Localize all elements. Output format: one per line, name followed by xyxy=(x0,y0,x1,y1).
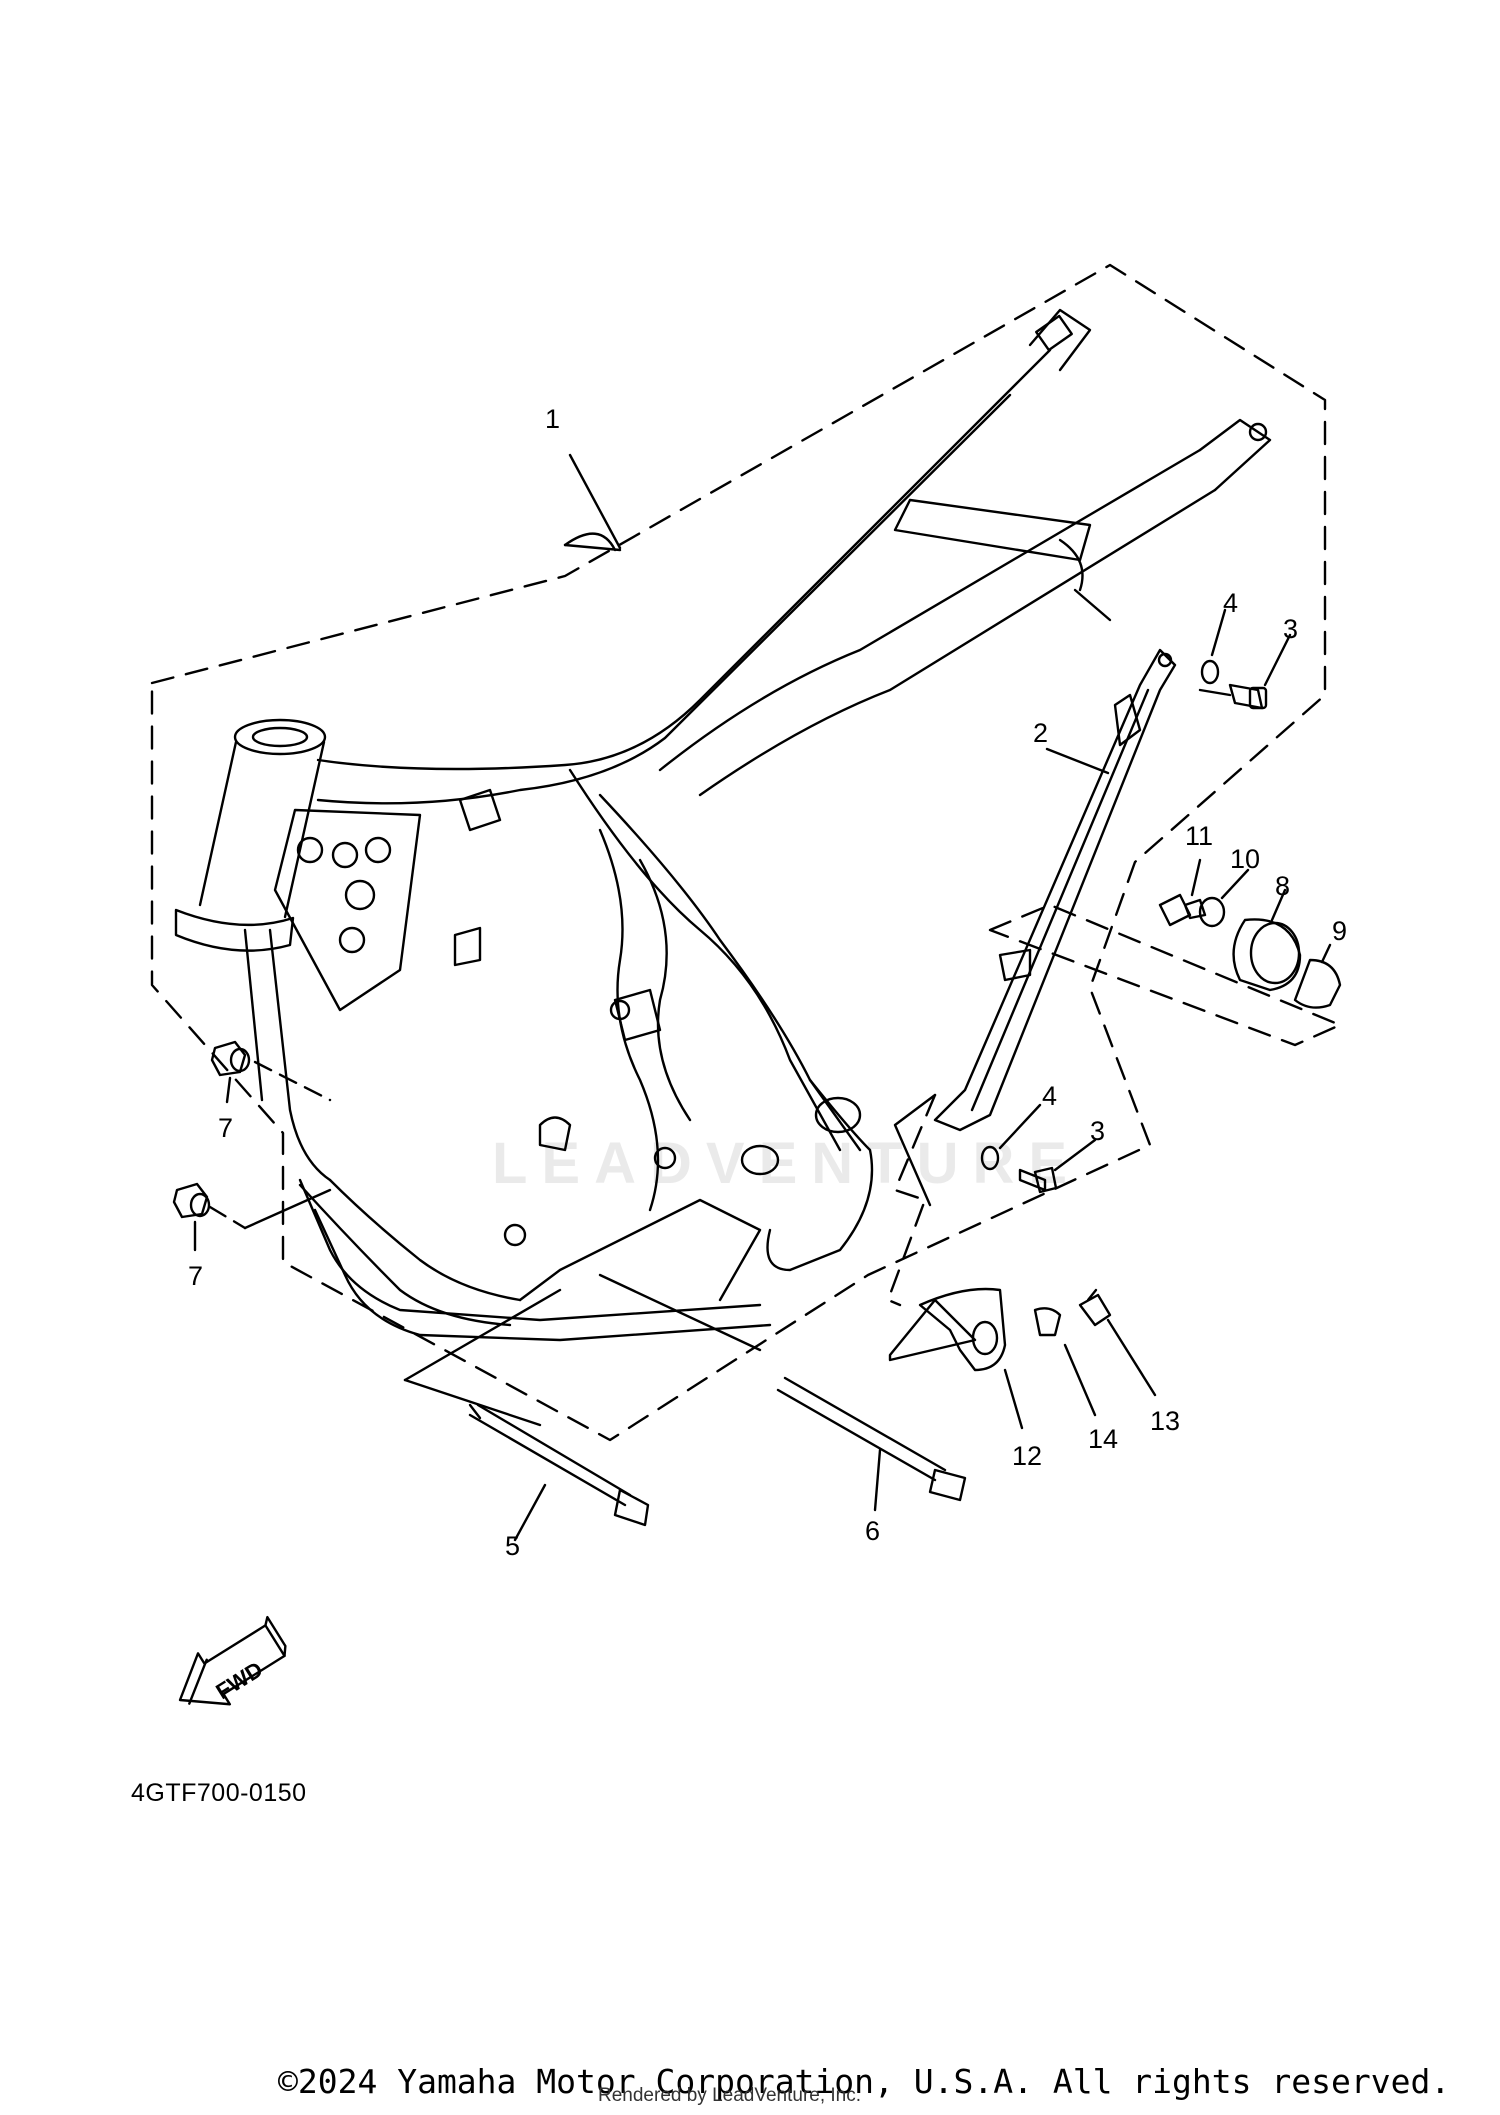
callout-7-lower: 7 xyxy=(188,1261,203,1291)
bolt-11 xyxy=(1158,893,1207,927)
callout-5: 5 xyxy=(505,1531,520,1561)
washer-4-lower xyxy=(980,1145,1000,1171)
bracket-12 xyxy=(918,1287,1007,1372)
bolt-3-lower xyxy=(1018,1166,1058,1194)
callout-11: 11 xyxy=(1185,821,1213,851)
callout-4-upper: 4 xyxy=(1223,588,1238,618)
washer-10 xyxy=(1198,896,1226,928)
callout-6: 6 xyxy=(865,1516,880,1546)
callout-1: 1 xyxy=(545,404,560,434)
subframe-rail xyxy=(658,448,1202,772)
center-spar xyxy=(568,768,842,1152)
assembly-boundary xyxy=(150,263,1327,1442)
callout-7-upper: 7 xyxy=(218,1113,233,1143)
collar-14 xyxy=(1033,1307,1062,1337)
head-pipe xyxy=(174,718,327,952)
rear-brace xyxy=(933,648,1177,1132)
callout-8: 8 xyxy=(1275,871,1290,901)
bolt-5 xyxy=(468,1403,650,1527)
diagram-code: 4GTF700-0150 xyxy=(131,1779,307,1807)
callout-9: 9 xyxy=(1332,916,1347,946)
callout-3-lower: 3 xyxy=(1090,1116,1105,1146)
down-tube xyxy=(268,928,332,1182)
leader-1 xyxy=(563,543,622,552)
fwd-arrow-icon xyxy=(178,1615,287,1706)
callout-4-lower: 4 xyxy=(1042,1081,1057,1111)
bolt-6 xyxy=(776,1376,967,1502)
callout-12: 12 xyxy=(1012,1441,1042,1471)
rendered-by-note: Rendered by LeadVenture, Inc. xyxy=(598,2085,862,2106)
main-top-tube xyxy=(316,348,1052,771)
bottom-cradle xyxy=(298,1178,762,1322)
mount-boundary xyxy=(988,903,1342,1047)
callout-2: 2 xyxy=(1033,718,1048,748)
copyright-notice: ©2024 Yamaha Motor Corporation, U.S.A. A… xyxy=(278,2062,1451,2101)
callout-10: 10 xyxy=(1230,844,1260,874)
callout-14: 14 xyxy=(1088,1424,1118,1454)
bolt-3-upper xyxy=(1198,683,1268,710)
fwd-label: FWD xyxy=(211,1656,267,1704)
gusset-plate xyxy=(273,808,422,1012)
callout-13: 13 xyxy=(1150,1406,1180,1436)
bolt-13 xyxy=(1078,1288,1112,1327)
washer-4-upper xyxy=(1200,659,1220,685)
watermark: LEADVENTURE xyxy=(492,1131,1082,1196)
damper-8 xyxy=(1249,921,1301,985)
callout-3-upper: 3 xyxy=(1283,614,1298,644)
collar-9 xyxy=(1293,958,1342,1009)
nut-7-lower xyxy=(172,1182,209,1219)
